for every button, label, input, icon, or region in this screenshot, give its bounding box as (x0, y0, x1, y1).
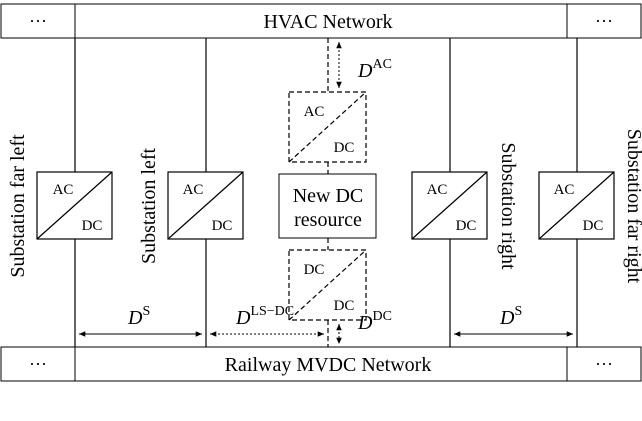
optional-converter-lower: DC DC (288, 249, 367, 321)
d-dc-label: DDC (357, 309, 392, 334)
converter-left-dc: DC (212, 218, 233, 234)
optional-converter-upper: AC DC (288, 91, 367, 163)
converter-right-dc: DC (456, 218, 477, 234)
d-ls-dc-label: DLS−DC (235, 304, 294, 329)
converter-right-ac: AC (427, 182, 448, 198)
new-dc-resource-line1: New DC (293, 185, 364, 207)
new-dc-resource-line2: resource (294, 209, 362, 231)
converter-left: AC DC (167, 171, 244, 240)
hvac-left-ellipsis: ··· (29, 11, 47, 31)
substation-left-label: Substation left (138, 148, 160, 265)
mvdc-right-ellipsis: ··· (595, 354, 613, 374)
substation-far-right-label: Substation far right (623, 129, 642, 284)
hvac-network-label: HVAC Network (263, 11, 392, 33)
converter-left-ac: AC (183, 182, 204, 198)
converter-far-right: AC DC (538, 171, 615, 240)
d-ac-label: DAC (357, 57, 392, 82)
converter-far-left: AC DC (36, 171, 113, 240)
converter-far-left-dc: DC (82, 218, 103, 234)
optional-converter-upper-dc: DC (334, 140, 355, 156)
optional-converter-lower-top: DC (304, 262, 325, 278)
converter-far-right-dc: DC (583, 218, 604, 234)
converter-right: AC DC (411, 171, 488, 240)
hvac-network-bar: ··· HVAC Network ··· (0, 3, 642, 39)
railway-mvdc-bar: ··· Railway MVDC Network ··· (0, 346, 642, 382)
d-s-left-label: DS (127, 304, 150, 329)
substation-right-label: Substation right (497, 142, 519, 270)
d-s-right-label: DS (499, 304, 522, 329)
new-dc-resource-box: New DC resource (278, 173, 377, 239)
hvac-right-ellipsis: ··· (595, 11, 613, 31)
optional-converter-lower-bottom: DC (334, 298, 355, 314)
converter-far-right-ac: AC (554, 182, 575, 198)
converter-far-left-ac: AC (53, 182, 74, 198)
mvdc-network-label: Railway MVDC Network (225, 354, 432, 376)
mvdc-left-ellipsis: ··· (29, 354, 47, 374)
optional-converter-upper-ac: AC (304, 104, 325, 120)
substation-far-left-label: Substation far left (7, 134, 29, 278)
